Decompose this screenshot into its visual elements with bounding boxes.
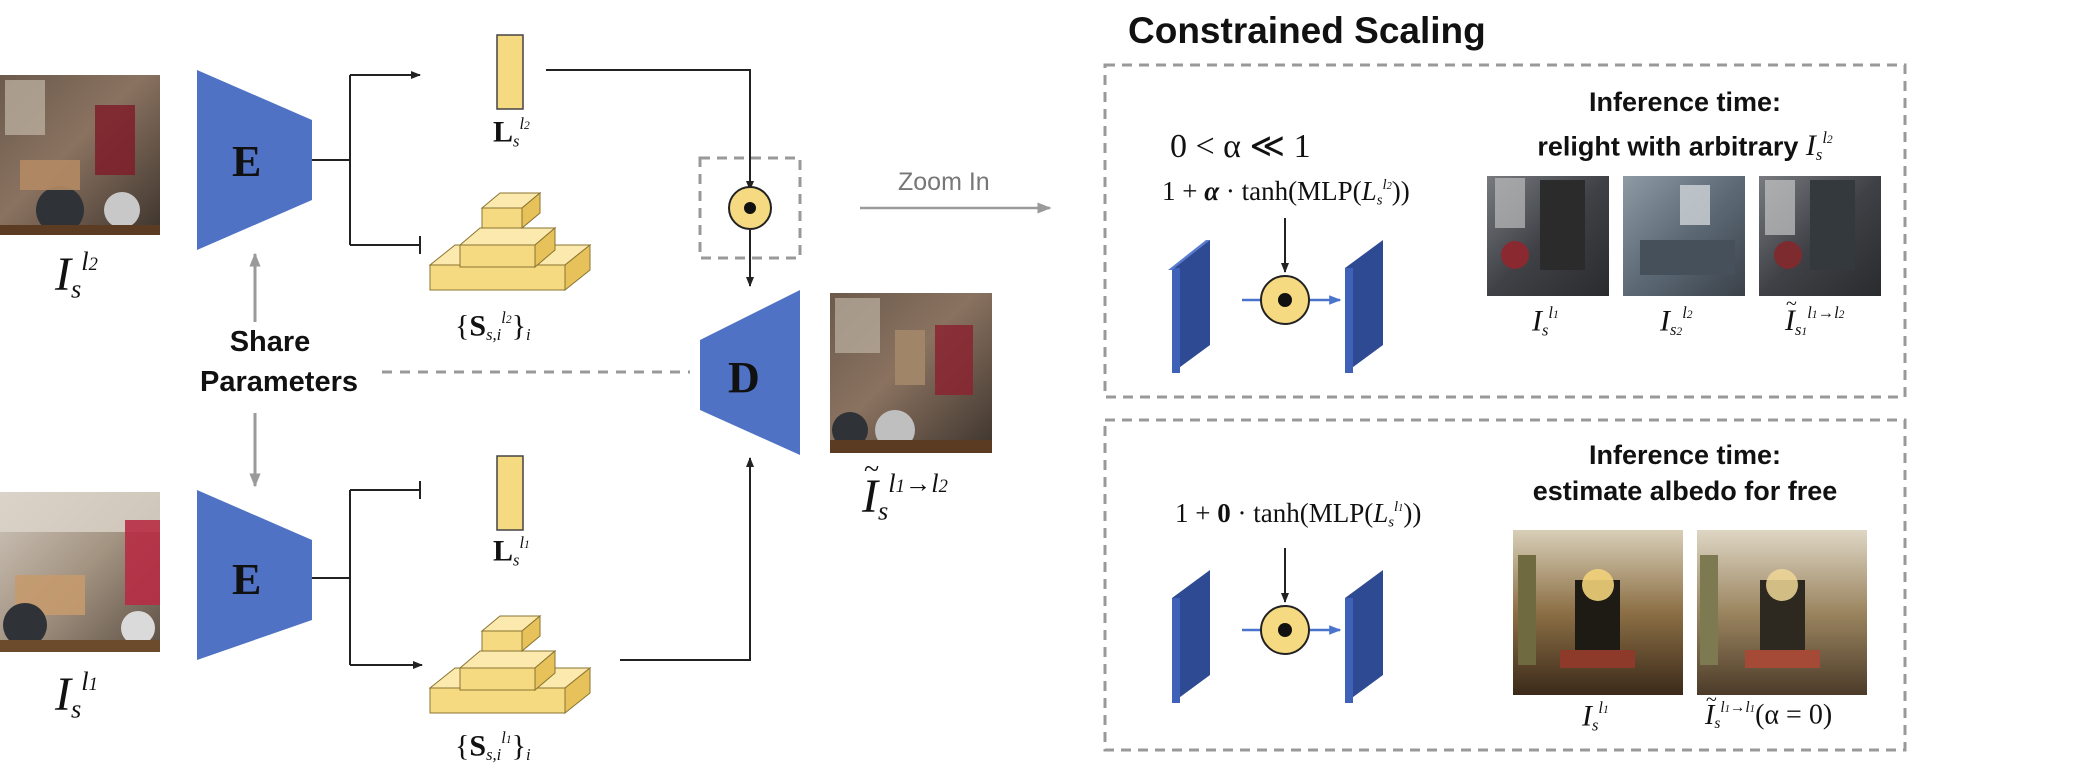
conv-block-2a <box>1172 570 1210 703</box>
thumb-relit <box>1759 176 1881 296</box>
panel1-formula-prefix: 1 + <box>1162 176 1205 207</box>
encoder-bottom-label: E <box>232 555 262 604</box>
conv-block-1b <box>1345 240 1383 373</box>
thumb-hall-albedo <box>1697 530 1867 695</box>
decoder-label: D <box>728 353 760 402</box>
share-parameters-label: Share Parameters <box>200 322 358 402</box>
panel-albedo <box>1103 418 1907 752</box>
thumb-hall-albedo-caption: I~sl1→l1(α = 0) <box>1705 688 1833 733</box>
thumb-hall-input <box>1513 530 1683 695</box>
pyramid-l1-caption: {Ss,il1}i <box>455 728 531 765</box>
input-photo-l2 <box>0 75 160 235</box>
panel2-formula: 1 + 0 · tanh(MLP(Lsl1)) <box>1175 498 1422 531</box>
lighting-l2-caption: Lsl2 <box>493 114 530 151</box>
lighting-vector-l2 <box>496 34 524 110</box>
panel1-formula-coef: α <box>1204 176 1220 207</box>
share-line1: Share <box>229 326 311 358</box>
conv-block-2b <box>1345 570 1383 703</box>
panel2-formula-prefix: 1 + <box>1175 498 1218 529</box>
panel1-heading-line2: relight with arbitrary <box>1537 131 1799 162</box>
lighting-l1-caption: Lsl1 <box>493 533 530 570</box>
panel-relight <box>1103 63 1907 399</box>
feature-pyramid-l2 <box>428 191 592 292</box>
panel2-heading: Inference time: estimate albedo for free <box>1480 437 1890 509</box>
decoder <box>700 290 800 455</box>
panel1-heading-line1: Inference time: <box>1588 87 1782 117</box>
encoder-top-label: E <box>232 137 262 186</box>
panel1-formula-suffix: )) <box>1391 176 1410 207</box>
output-photo <box>830 293 992 453</box>
thumb-target-caption: Is2l2 <box>1660 303 1693 340</box>
connectors <box>312 69 754 669</box>
input-l1-caption: Isl1 <box>55 666 98 724</box>
panel1-heading: Inference time: relight with arbitrary I… <box>1480 84 1890 173</box>
lighting-vector-l1 <box>496 455 524 531</box>
feature-pyramid-l1 <box>428 614 592 715</box>
diagram-title: Constrained Scaling <box>1128 10 1486 51</box>
panel2-heading-line1: Inference time: <box>1588 440 1782 470</box>
encoder-top <box>197 70 312 250</box>
panel2-formula-coef: 0 <box>1217 498 1231 529</box>
panel2-heading-line2: estimate albedo for free <box>1532 476 1838 506</box>
alpha-note: (α = 0) <box>1755 699 1833 731</box>
hadamard-left <box>728 186 772 230</box>
zoom-in-label: Zoom In <box>898 168 990 196</box>
panel1-condition: 0 < α ≪ 1 <box>1170 128 1311 165</box>
panel1-formula-mid: · tanh(MLP( <box>1219 176 1362 207</box>
pyramid-l2-caption: {Ss,il2}i <box>455 308 531 345</box>
zoom-box <box>698 156 802 260</box>
thumb-hall-input-caption: Isl1 <box>1582 698 1609 735</box>
panel1-heading-line2-row: relight with arbitrary Isl2 <box>1537 128 1833 165</box>
input-photo-l1 <box>0 492 160 652</box>
conv-block-1a <box>1168 240 1210 373</box>
thumb-source-caption: Isl1 <box>1532 303 1559 340</box>
panel1-formula: 1 + α · tanh(MLP(Lsl2)) <box>1162 176 1410 209</box>
share-line2: Parameters <box>200 366 358 398</box>
encoder-bottom <box>197 490 312 660</box>
thumb-target <box>1623 176 1745 296</box>
thumb-relit-caption: I~s1l1→l2 <box>1785 293 1845 340</box>
panel2-formula-mid: · tanh(MLP( <box>1230 498 1374 529</box>
thumb-source <box>1487 176 1609 296</box>
input-l2-caption: Isl2 <box>55 246 98 304</box>
hadamard-panel1 <box>1260 275 1310 325</box>
output-caption: I~sl1→l2 <box>862 453 948 526</box>
panel2-formula-suffix: )) <box>1403 498 1422 529</box>
hadamard-panel2 <box>1260 605 1310 655</box>
